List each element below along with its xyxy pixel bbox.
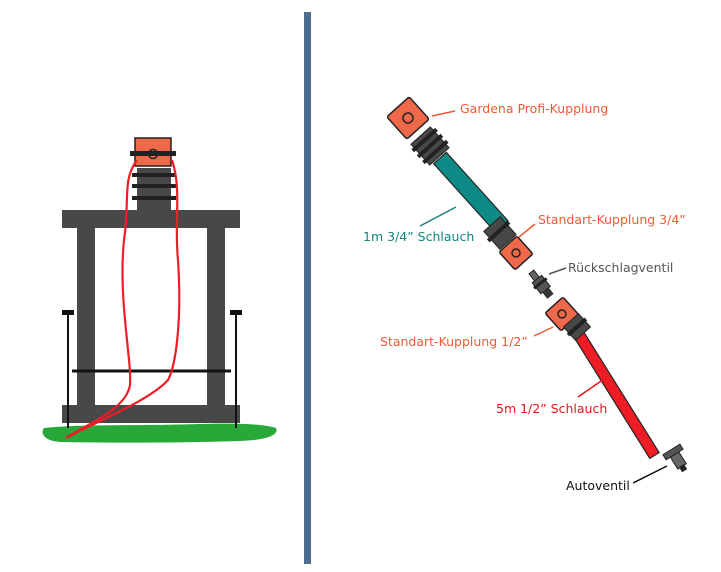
- stand-leg-right: [207, 226, 225, 416]
- leader-hose34: [419, 206, 457, 227]
- stand-illustration: [42, 137, 277, 443]
- standard-coupling-34-body: [483, 216, 517, 250]
- standard-coupling-34-orange: [499, 236, 533, 270]
- label-autovalve: Autoventil: [566, 478, 630, 493]
- label-hose34: 1m 3/4” Schlauch: [363, 229, 474, 244]
- gardena-coupling: [410, 126, 450, 166]
- label-gardena: Gardena Profi-Kupplung: [460, 101, 608, 116]
- gardena-orange: [386, 96, 430, 140]
- leader-lines: [419, 110, 668, 484]
- stand-top-plate: [62, 210, 240, 228]
- stand-bottom-bar: [62, 405, 240, 423]
- hose-assembly: Gardena Profi-Kupplung Standart-Kupplung…: [363, 96, 688, 493]
- ground-stakes: [67, 314, 237, 428]
- label-check-valve: Rückschlagventil: [568, 260, 673, 275]
- label-standard12: Standart-Kupplung 1/2”: [380, 334, 528, 349]
- leader-autovalve: [632, 465, 668, 484]
- label-hose12: 5m 1/2” Schlauch: [496, 401, 607, 416]
- divider: [304, 12, 311, 564]
- grass: [42, 423, 277, 443]
- check-valve: [528, 269, 554, 299]
- stand-leg-left: [77, 226, 95, 416]
- auto-valve: [662, 443, 688, 473]
- leader-hose12: [577, 378, 605, 398]
- standard-coupling-12-body: [562, 312, 592, 342]
- leader-gardena: [431, 110, 456, 117]
- leader-check-valve: [548, 267, 567, 275]
- label-standard34: Standart-Kupplung 3/4”: [538, 212, 686, 227]
- stand-red-hoses: [65, 159, 181, 439]
- leader-standard34: [518, 223, 536, 238]
- leader-standard12: [533, 326, 554, 337]
